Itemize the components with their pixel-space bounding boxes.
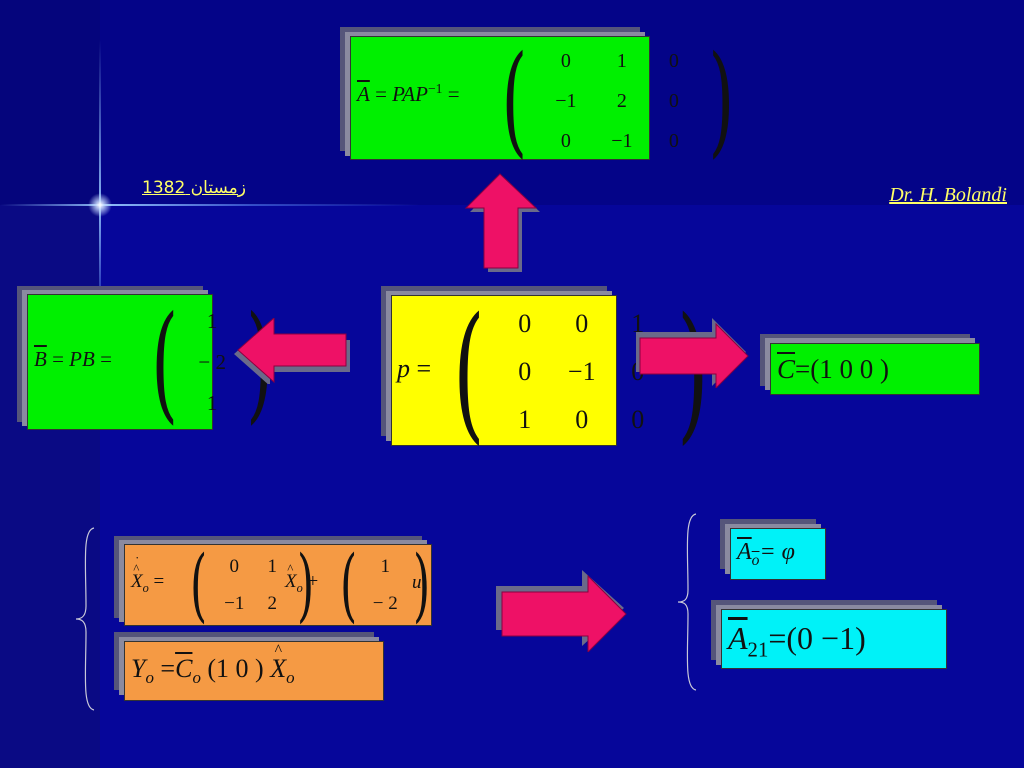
p-cell-2-2: 0	[631, 405, 645, 434]
p-cell-0-1: 0	[575, 309, 589, 338]
p-cell-2-1: 0	[575, 405, 589, 434]
state-eq-lhs: ˙^Xo =	[131, 555, 165, 595]
c-bar-box: C=(1 0 0 )	[770, 343, 980, 395]
a-bar-cell-0-1: 1	[616, 50, 627, 72]
right-side-brace	[677, 513, 697, 691]
p-cell-1-0: 0	[518, 357, 532, 386]
input-cell-0-0: 1	[380, 556, 390, 577]
b-bar-cell-1-0: − 2	[198, 350, 226, 374]
state-cell-0-1: 1	[267, 556, 277, 577]
c-bar-equation: C=(1 0 0 )	[777, 354, 889, 384]
p-cell-1-1: −1	[567, 357, 596, 386]
b-bar-lhs: B = PB =	[34, 347, 112, 371]
p-cell-2-0: 1	[518, 405, 532, 434]
b-bar-cell-2-0: 1	[206, 391, 218, 415]
a-bar-cell-1-0: −1	[555, 90, 577, 112]
right-arrow-bottom	[496, 570, 627, 652]
input-u: u	[412, 572, 422, 593]
a-bar-cell-2-0: 0	[560, 130, 571, 152]
p-cell-0-0: 0	[518, 309, 532, 338]
author-name: Dr. H. Bolandi	[889, 184, 1007, 206]
a21-box: A21=(0 −1)	[721, 609, 947, 669]
state-cell-1-0: −1	[224, 593, 245, 614]
input-cell-1-0: − 2	[372, 593, 398, 614]
a-bar-cell-2-2: 0	[668, 130, 679, 152]
left-arrow	[234, 318, 350, 384]
light-flare	[88, 193, 112, 217]
state-eq-mid: ^Xo +	[285, 561, 319, 595]
a-o-box: Ao= φ	[730, 528, 826, 580]
a-bar-cell-2-1: −1	[611, 130, 633, 152]
a21-equation: A21=(0 −1)	[728, 620, 866, 662]
vertical-light-beam	[99, 40, 101, 340]
left-brace	[75, 527, 95, 711]
date-label: زمستان 1382	[142, 178, 246, 198]
output-equation: Yo =Co (1 0 ) ^Xo	[131, 642, 295, 688]
a-o-equation: Ao= φ	[737, 539, 795, 569]
output-eq-box: Yo =Co (1 0 ) ^Xo	[124, 641, 384, 701]
a-bar-lhs: A = PAP−1 =	[357, 81, 460, 106]
input-matrix: ( 1− 2 )	[340, 538, 431, 631]
state-cell-0-0: 0	[229, 556, 239, 577]
state-cell-1-1: 2	[267, 593, 277, 614]
b-bar-cell-0-0: 1	[206, 309, 218, 333]
a-bar-cell-0-2: 0	[668, 50, 679, 72]
p-cell-0-2: 1	[631, 309, 645, 338]
a-bar-cell-0-0: 0	[560, 50, 571, 72]
a-bar-cell-1-1: 2	[616, 90, 627, 112]
a-bar-cell-1-2: 0	[668, 90, 679, 112]
p-lhs: p =	[397, 354, 432, 383]
up-arrow	[464, 173, 540, 272]
top-left-band	[0, 0, 100, 205]
b-bar-box: B = PB = ( 1− 21 )	[27, 294, 273, 430]
right-arrow	[636, 318, 749, 388]
horizontal-light-beam	[0, 204, 420, 206]
